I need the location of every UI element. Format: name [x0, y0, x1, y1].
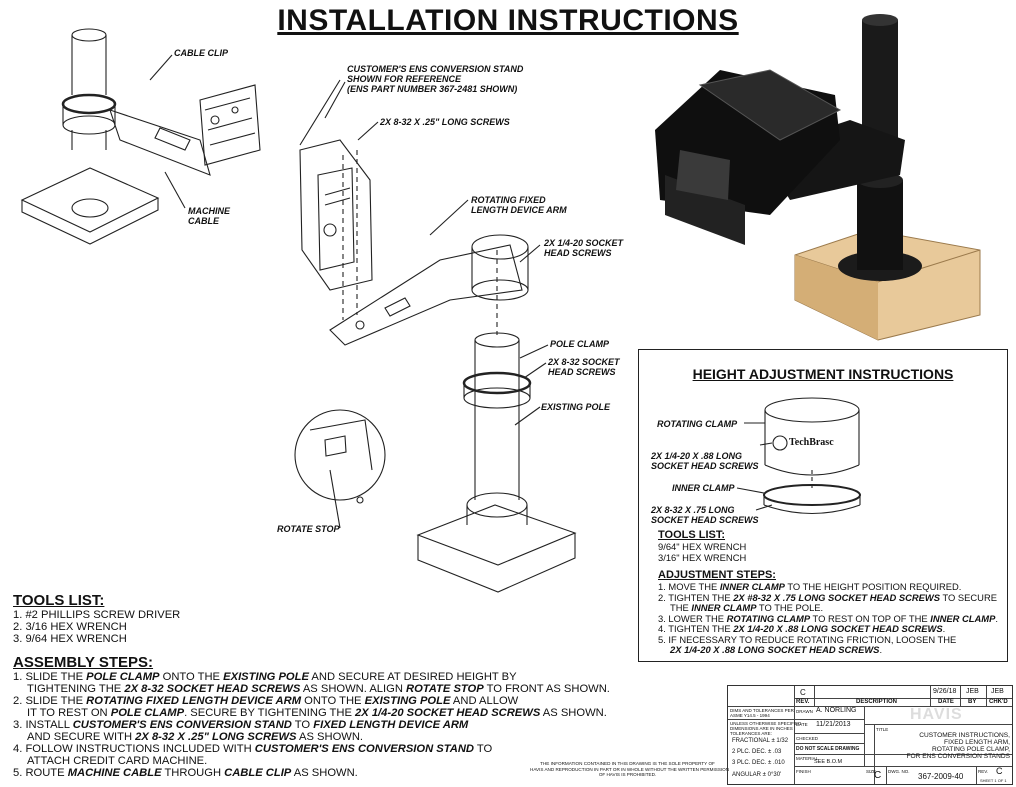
callout-cable-clip: CABLE CLIP — [174, 48, 228, 58]
dwg-label: DWG. NO. — [888, 769, 910, 774]
fractional-tol: FRACTIONAL ± 1/32 — [732, 738, 789, 744]
callout-customer-stand: CUSTOMER'S ENS CONVERSION STAND SHOWN FO… — [347, 64, 524, 94]
tools-list-heading: TOOLS LIST: — [13, 592, 105, 609]
pole-arm-drawing — [20, 28, 261, 245]
rev-by-value: JEB — [966, 688, 979, 695]
angular-tol: ANGULAR ± 0°30' — [732, 772, 782, 778]
rev-date-value: 9/26/18 — [933, 688, 957, 695]
height-tools-heading: TOOLS LIST: — [658, 529, 726, 541]
clamp-drawing — [736, 397, 861, 515]
drawn-date-value: 11/21/2013 — [816, 721, 851, 728]
conversion-stand-drawing — [299, 139, 373, 291]
drawn-value: A. NORLING — [816, 707, 857, 714]
no-scale-note: DO NOT SCALE DRAWING — [796, 746, 860, 752]
height-tool-item: 9/64" HEX WRENCH — [658, 541, 747, 552]
assembly-step: TIGHTENING THE 2X 8-32 SOCKET HEAD SCREW… — [27, 683, 610, 695]
havis-logo: HAVIS — [910, 706, 963, 723]
height-tool-item: 3/16" HEX WRENCH — [658, 551, 747, 563]
size-label: SIZE — [866, 769, 877, 774]
adjustment-step: 5. IF NECESSARY TO REDUCE ROTATING FRICT… — [658, 633, 957, 645]
date-label: DATE — [938, 699, 954, 705]
size-value: C — [874, 770, 882, 781]
height-tools-list: 9/64" HEX WRENCH 3/16" HEX WRENCH — [658, 541, 747, 563]
callout-inner-clamp: INNER CLAMP — [672, 483, 735, 493]
sheet-label: SHEET 1 OF 1 — [980, 778, 1007, 783]
height-adjustment-panel: HEIGHT ADJUSTMENT INSTRUCTIONS ROTATING … — [638, 349, 1008, 662]
chkd-label: CHK'D — [989, 699, 1008, 705]
rev-label: REV. — [796, 699, 810, 705]
assembly-step: 5. ROUTE MACHINE CABLE THROUGH CABLE CLI… — [13, 767, 358, 779]
rev-value: C — [800, 688, 806, 697]
height-adjustment-heading: HEIGHT ADJUSTMENT INSTRUCTIONS — [692, 366, 954, 382]
adjustment-steps-heading: ADJUSTMENT STEPS: — [658, 569, 776, 581]
two-plc-tol: 2 PLC. DEC. ± .03 — [732, 749, 782, 755]
finish-label: FINISH — [796, 769, 811, 774]
callout-long-screws-88: 2X 1/4-20 X .88 LONG SOCKET HEAD SCREWS — [651, 451, 759, 471]
by-label: BY — [968, 699, 977, 705]
dwg-number: 367-2009-40 — [918, 772, 964, 781]
assembly-step: AND SECURE WITH 2X 8-32 X .25" LONG SCRE… — [27, 731, 364, 743]
tool-item: 2. 3/16 HEX WRENCH — [13, 621, 127, 633]
rev2-label: REV. — [978, 769, 989, 774]
callout-existing-pole: EXISTING POLE — [541, 402, 611, 412]
tool-item: 1. #2 PHILLIPS SCREW DRIVER — [13, 609, 181, 621]
checked-label: CHECKED — [796, 736, 819, 741]
assembly-step: IT TO REST ON POLE CLAMP. SECURE BY TIGH… — [27, 707, 607, 719]
unless-note: UNLESS OTHERWISE SPECIFIED DIMENSIONS AR… — [730, 721, 802, 736]
assembly-step: ATTACH CREDIT CARD MACHINE. — [27, 755, 208, 767]
three-plc-tol: 3 PLC. DEC. ± .010 — [732, 760, 785, 766]
adjustment-step: 3. LOWER THE ROTATING CLAMP TO REST ON T… — [658, 612, 998, 624]
page-title: INSTALLATION INSTRUCTIONS — [277, 4, 739, 37]
drawn-label: DRAWN — [796, 709, 813, 714]
callout-rotate-stop: ROTATE STOP — [277, 524, 340, 534]
assembly-step: 4. FOLLOW INSTRUCTIONS INCLUDED WITH CUS… — [13, 743, 493, 755]
product-render — [655, 14, 981, 341]
arm-drawing — [329, 234, 529, 346]
assembly-step: 1. SLIDE THE POLE CLAMP ONTO THE EXISTIN… — [13, 671, 517, 683]
rev2-value: C — [996, 766, 1003, 776]
tool-item: 3. 9/64 HEX WRENCH — [13, 633, 127, 645]
callout-rotating-clamp: ROTATING CLAMP — [657, 419, 738, 429]
callout-socket-head-832: 2X 8-32 SOCKET HEAD SCREWS — [548, 357, 620, 377]
callout-socket-head-1420: 2X 1/4-20 SOCKET HEAD SCREWS — [544, 238, 624, 258]
callout-machine-cable: MACHINE CABLE — [188, 206, 230, 226]
description-label: DESCRIPTION — [856, 699, 898, 705]
title-label: TITLE — [876, 727, 889, 732]
adjustment-step: 2X 1/4-20 X .88 LONG SOCKET HEAD SCREWS. — [670, 644, 883, 655]
drawn-date-label: DATE — [796, 722, 808, 727]
tools-list: 1. #2 PHILLIPS SCREW DRIVER 2. 3/16 HEX … — [13, 609, 180, 645]
adjustment-steps: 1. MOVE THE INNER CLAMP TO THE HEIGHT PO… — [658, 581, 998, 656]
rev-chkd-value: JEB — [991, 688, 1004, 695]
material-label: MATERIAL — [796, 756, 819, 761]
title-block: C 9/26/18 JEB JEB REV. DESCRIPTION DATE … — [727, 685, 1013, 785]
drawing-title: CUSTOMER INSTRUCTIONS, FIXED LENGTH ARM,… — [906, 732, 1010, 760]
tolerances-note: DIMS AND TOLERANCES PER ASME Y14.5 - 199… — [730, 708, 794, 718]
callout-rotating-arm: ROTATING FIXED LENGTH DEVICE ARM — [471, 195, 567, 215]
assembly-step: 3. INSTALL CUSTOMER'S ENS CONVERSION STA… — [13, 719, 469, 731]
assembly-steps: 1. SLIDE THE POLE CLAMP ONTO THE EXISTIN… — [13, 671, 610, 779]
assembly-steps-heading: ASSEMBLY STEPS: — [13, 654, 154, 671]
adjustment-step: 1. MOVE THE INNER CLAMP TO THE HEIGHT PO… — [658, 581, 962, 592]
clamp-brand-logo: TechBrasc — [789, 437, 834, 448]
rotate-stop-detail — [294, 409, 386, 501]
callout-pole-clamp: POLE CLAMP — [550, 339, 610, 349]
callout-long-screws-75: 2X 8-32 X .75 LONG SOCKET HEAD SCREWS — [651, 505, 759, 525]
callout-long-screws: 2X 8-32 X .25" LONG SCREWS — [380, 117, 510, 127]
material-value: SEE B.O.M — [814, 759, 843, 765]
proprietary-notice: THE INFORMATION CONTAINED IN THIS DRAWIN… — [530, 761, 730, 777]
adjustment-step: 2. TIGHTEN THE 2X #8-32 X .75 LONG SOCKE… — [658, 591, 997, 603]
adjustment-step: THE INNER CLAMP TO THE POLE. — [670, 602, 824, 613]
existing-pole-drawing — [416, 250, 577, 593]
assembly-step: 2. SLIDE THE ROTATING FIXED LENGTH DEVIC… — [13, 695, 519, 707]
adjustment-step: 4. TIGHTEN THE 2X 1/4-20 X .88 LONG SOCK… — [658, 623, 946, 634]
